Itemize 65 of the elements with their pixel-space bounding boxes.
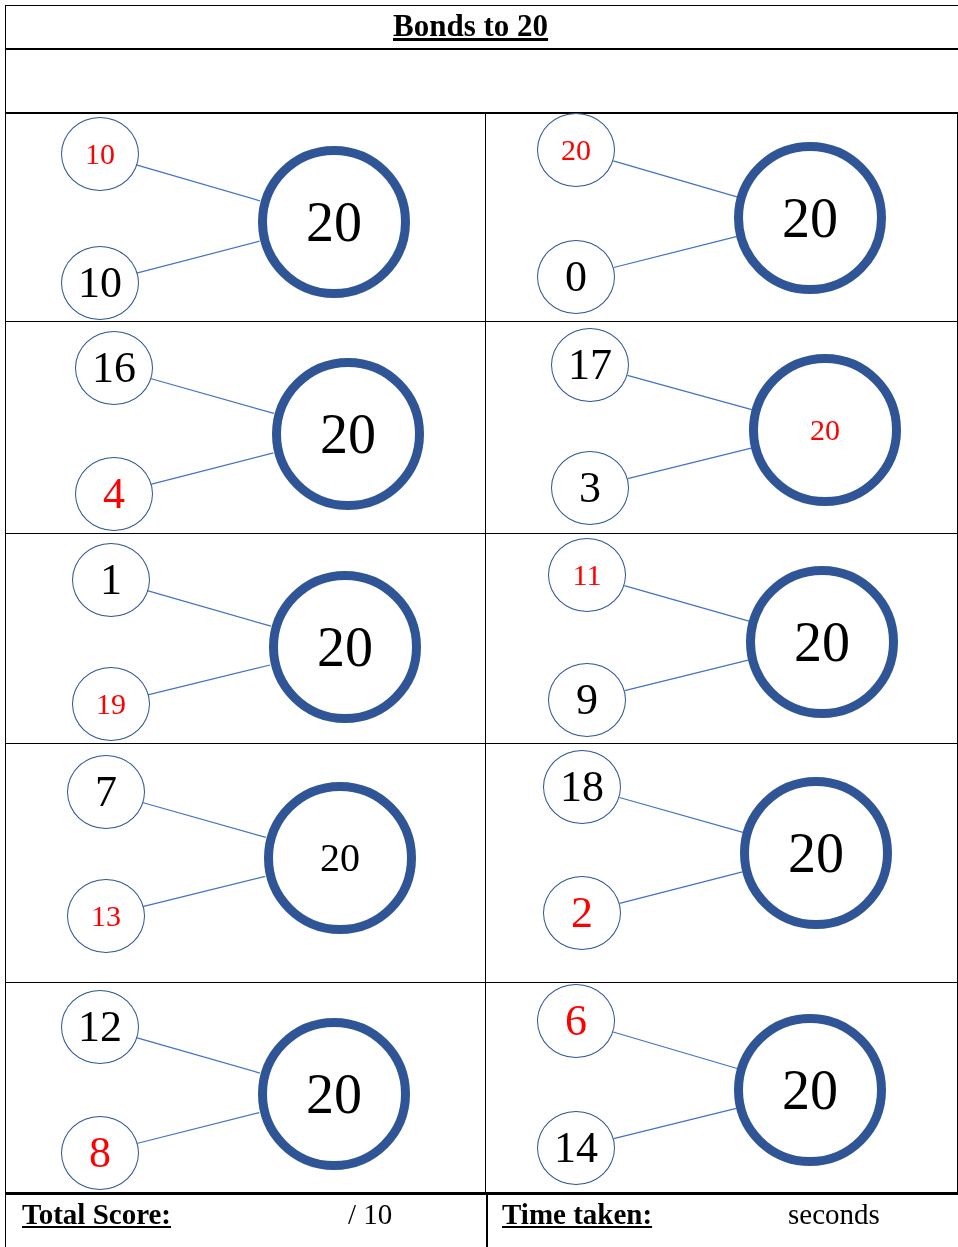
connector-line: [619, 871, 743, 904]
table-cell: [486, 112, 958, 322]
title-heading: Bonds to 20: [393, 8, 549, 44]
connector-line: [612, 160, 738, 198]
connector-line: [146, 590, 272, 627]
table-cell: [5, 534, 486, 744]
part-circle: 1: [72, 543, 150, 617]
connector-line: [136, 1112, 260, 1145]
connector-line: [135, 164, 261, 202]
connector-line: [613, 1107, 737, 1140]
part-circle: 13: [67, 879, 145, 953]
table-cell: [486, 744, 958, 983]
whole-circle: 20: [734, 142, 886, 294]
part-circle: 11: [548, 538, 626, 612]
table-cell: [5, 112, 486, 322]
connector-line: [135, 1037, 261, 1074]
part-circle: 12: [61, 990, 139, 1064]
whole-circle: 20: [740, 777, 892, 929]
part-circle: 14: [537, 1111, 615, 1185]
table-cell: [486, 534, 958, 744]
table-cell: [486, 322, 958, 534]
table-cell: [5, 744, 486, 983]
score-total: / 10: [348, 1198, 393, 1231]
table-cell: [5, 983, 486, 1193]
part-circle: 7: [67, 755, 145, 829]
whole-circle: 20: [258, 146, 410, 298]
connector-line: [624, 659, 749, 692]
connector-line: [612, 1031, 738, 1070]
whole-circle: 20: [746, 566, 898, 718]
part-circle: 10: [61, 117, 139, 191]
connector-line: [150, 452, 274, 485]
whole-circle: 20: [734, 1014, 886, 1166]
table-cell: [5, 322, 486, 534]
part-circle: 17: [551, 328, 629, 402]
part-circle: 18: [543, 750, 621, 824]
part-circle: 8: [61, 1116, 139, 1190]
connector-line: [141, 801, 267, 838]
part-circle: 3: [551, 451, 629, 525]
part-circle: 19: [72, 667, 150, 741]
part-circle: 9: [548, 663, 626, 737]
time-unit: seconds: [788, 1198, 880, 1231]
whole-circle: 20: [269, 571, 421, 723]
part-circle: 20: [537, 113, 615, 187]
whole-circle: 20: [258, 1018, 410, 1170]
part-circle: 6: [537, 984, 615, 1058]
part-circle: 2: [543, 876, 621, 950]
part-circle: 0: [537, 240, 615, 314]
time-label: Time taken:: [502, 1198, 653, 1231]
part-circle: 4: [75, 457, 153, 531]
connector-line: [147, 664, 271, 696]
part-circle: 16: [75, 331, 153, 405]
score-label: Total Score:: [22, 1198, 172, 1231]
connector-line: [149, 377, 275, 414]
connector-line: [626, 374, 753, 411]
whole-circle: 20: [749, 354, 901, 506]
connector-line: [627, 447, 752, 480]
connector-line: [613, 236, 737, 269]
part-circle: 10: [61, 246, 139, 320]
connector-line: [623, 585, 750, 622]
table-cell: [486, 983, 958, 1193]
connector-line: [136, 240, 261, 274]
whole-circle: 20: [264, 782, 416, 934]
connector-line: [618, 796, 744, 833]
connector-line: [142, 875, 266, 908]
whole-circle: 20: [272, 358, 424, 510]
